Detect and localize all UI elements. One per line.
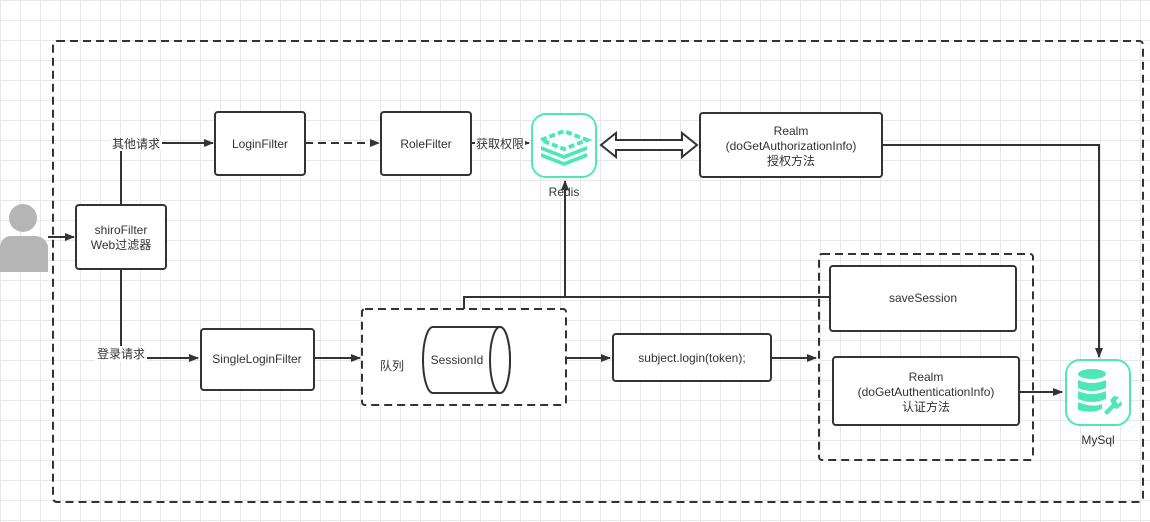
svg-text:认证方法: 认证方法 bbox=[902, 399, 950, 414]
single-login-filter-node[interactable]: SingleLoginFilter bbox=[200, 328, 315, 391]
edge-label-login-request: 登录请求 bbox=[97, 346, 145, 361]
role-filter-node[interactable]: RoleFilter bbox=[380, 111, 472, 176]
edge-label-other-request: 其他请求 bbox=[112, 137, 160, 151]
svg-text:Realm: Realm bbox=[774, 124, 809, 138]
auth-container bbox=[818, 253, 1034, 461]
svg-text:LoginFilter: LoginFilter bbox=[232, 137, 288, 151]
svg-text:saveSession: saveSession bbox=[889, 291, 957, 305]
svg-text:subject.login(token);: subject.login(token); bbox=[638, 351, 745, 365]
svg-text:Web过滤器: Web过滤器 bbox=[91, 238, 151, 252]
mysql-node[interactable]: MySql bbox=[1065, 359, 1131, 447]
redis-icon bbox=[535, 128, 593, 166]
edge-queue-savesession bbox=[463, 296, 830, 309]
svg-text:Realm: Realm bbox=[909, 370, 944, 384]
user-icon bbox=[0, 204, 48, 272]
edge-login-request bbox=[120, 269, 199, 362]
edge-other-request bbox=[120, 139, 214, 205]
svg-text:MySql: MySql bbox=[1081, 433, 1114, 447]
realm-authentication-node[interactable]: Realm (doGetAuthenticationInfo) 认证方法 bbox=[832, 356, 1020, 426]
svg-text:RoleFilter: RoleFilter bbox=[400, 137, 451, 151]
svg-text:授权方法: 授权方法 bbox=[767, 153, 815, 168]
session-id-cylinder[interactable]: SessionId bbox=[422, 326, 511, 394]
svg-text:shiroFilter: shiroFilter bbox=[95, 223, 148, 237]
edge-label-get-permission: 获取权限 bbox=[476, 137, 524, 151]
subject-login-node[interactable]: subject.login(token); bbox=[612, 333, 772, 382]
redis-node[interactable]: Redis bbox=[531, 113, 597, 199]
database-wrench-icon bbox=[1078, 369, 1122, 415]
shiro-filter-node[interactable]: shiroFilter Web过滤器 bbox=[75, 204, 167, 270]
svg-text:SingleLoginFilter: SingleLoginFilter bbox=[212, 352, 301, 366]
outer-boundary bbox=[52, 40, 1144, 503]
svg-text:队列: 队列 bbox=[380, 358, 404, 373]
svg-text:SessionId: SessionId bbox=[431, 353, 484, 367]
svg-text:(doGetAuthorizationInfo): (doGetAuthorizationInfo) bbox=[726, 139, 857, 153]
login-filter-node[interactable]: LoginFilter bbox=[214, 111, 306, 176]
edge-redis-realm-bidirectional bbox=[599, 130, 699, 160]
edge-realm-mysql bbox=[882, 144, 1103, 358]
save-session-node[interactable]: saveSession bbox=[829, 265, 1017, 332]
svg-text:(doGetAuthenticationInfo): (doGetAuthenticationInfo) bbox=[858, 385, 995, 399]
realm-authorization-node[interactable]: Realm (doGetAuthorizationInfo) 授权方法 bbox=[699, 112, 883, 178]
svg-text:Redis: Redis bbox=[549, 185, 580, 199]
